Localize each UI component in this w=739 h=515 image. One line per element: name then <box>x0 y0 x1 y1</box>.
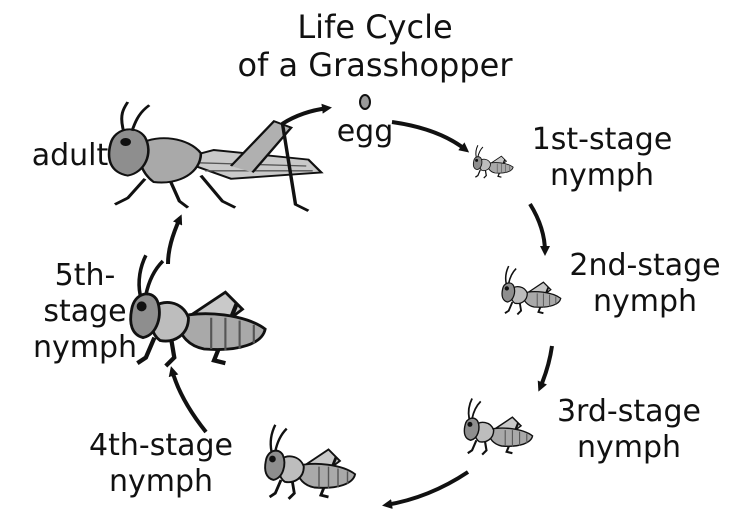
first-stage-nymph-illustration <box>473 145 513 178</box>
arrow-adult-to-egg <box>282 108 328 124</box>
third-stage-line-1: 3rd-stage <box>536 394 722 430</box>
fifth-stage-nymph-illustration <box>131 255 266 366</box>
fourth-stage-line-2: nymph <box>66 464 256 500</box>
title-line-2: of a Grasshopper <box>210 46 540 84</box>
fifth-stage-label: 5th- stage nymph <box>30 258 140 366</box>
diagram-title: Life Cycle of a Grasshopper <box>210 8 540 84</box>
egg-label: egg <box>330 114 400 150</box>
arrow-1st-to-2nd <box>530 204 545 252</box>
first-stage-line-1: 1st-stage <box>512 122 692 158</box>
arrow-egg-to-1st <box>392 122 466 150</box>
title-line-1: Life Cycle <box>210 8 540 46</box>
third-stage-line-2: nymph <box>536 430 722 466</box>
third-stage-nymph-illustration <box>464 398 532 454</box>
fourth-stage-nymph-illustration <box>265 425 355 499</box>
second-stage-line-2: nymph <box>551 284 739 320</box>
adult-label: adult <box>20 138 120 174</box>
arrow-2nd-to-3rd <box>540 346 552 388</box>
arrow-5th-to-adult <box>168 218 180 264</box>
arrow-4th-to-5th <box>172 370 206 432</box>
fourth-stage-label: 4th-stage nymph <box>66 428 256 500</box>
fifth-stage-line-1: 5th- <box>30 258 140 294</box>
first-stage-label: 1st-stage nymph <box>512 122 692 194</box>
first-stage-line-2: nymph <box>512 158 692 194</box>
second-stage-line-1: 2nd-stage <box>551 248 739 284</box>
fifth-stage-line-2: stage <box>30 294 140 330</box>
fifth-stage-line-3: nymph <box>30 330 140 366</box>
second-stage-label: 2nd-stage nymph <box>551 248 739 320</box>
arrow-3rd-to-4th <box>386 472 468 505</box>
egg-illustration <box>360 95 370 109</box>
third-stage-label: 3rd-stage nymph <box>536 394 722 466</box>
fourth-stage-line-1: 4th-stage <box>66 428 256 464</box>
